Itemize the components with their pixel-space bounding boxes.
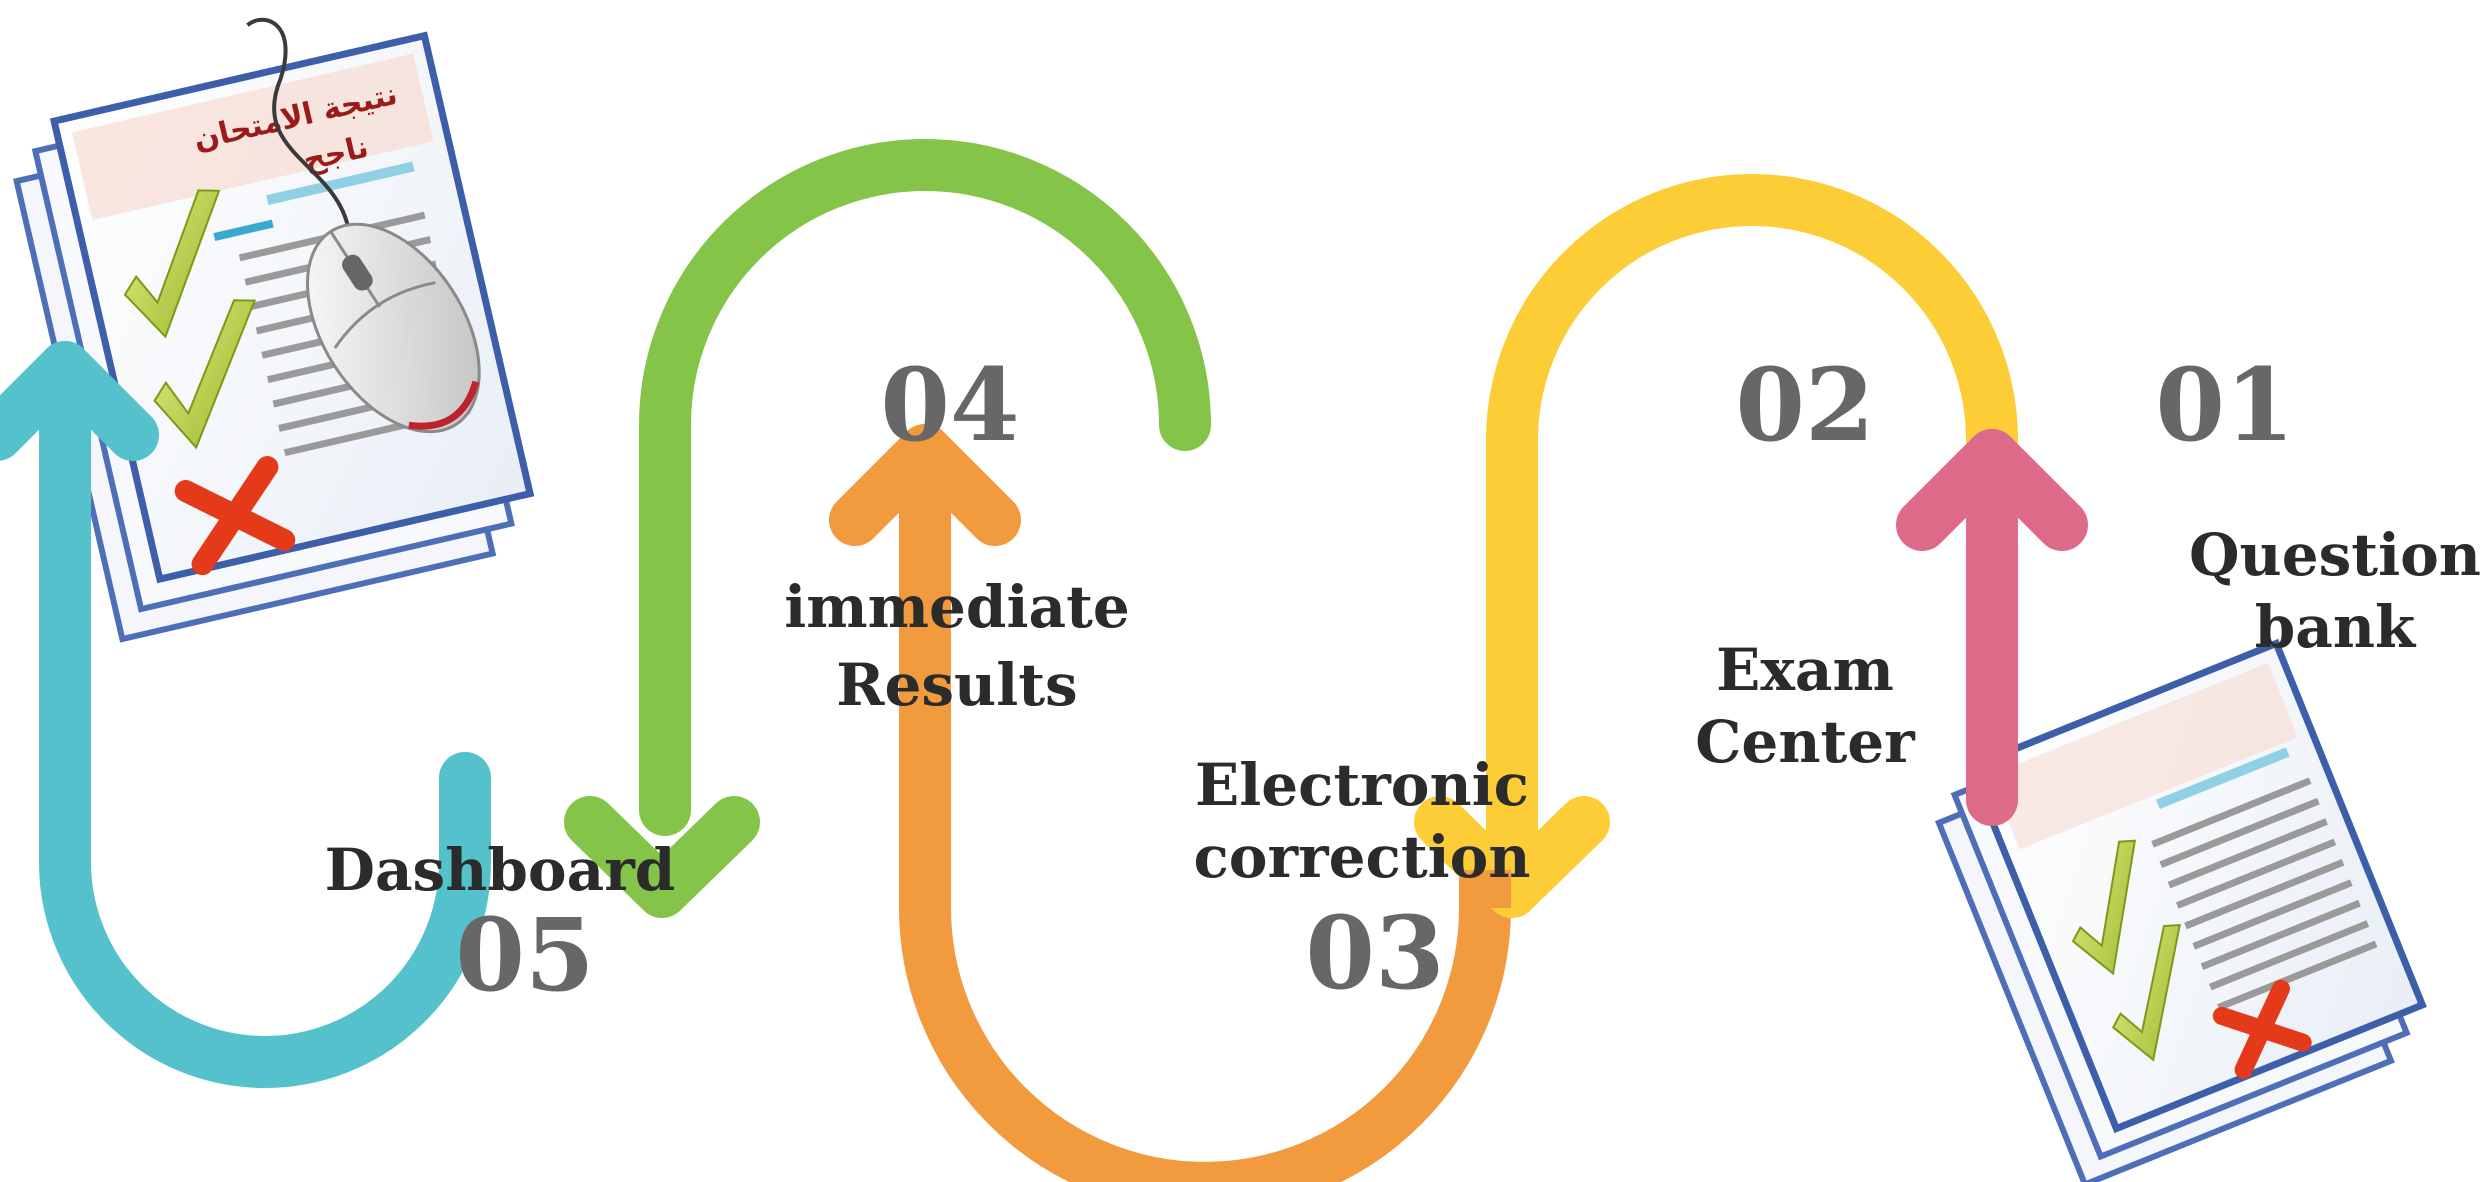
step-02-number: 02 <box>1735 346 1874 464</box>
step-02-path <box>1486 174 2018 898</box>
step-03-label-line1: Electronic <box>1195 751 1529 819</box>
step-04-label-line2: Results <box>836 651 1077 719</box>
step-01-label-line1: Question <box>2189 521 2481 589</box>
step-03-label-line2: correction <box>1193 823 1530 891</box>
step-03-number: 03 <box>1305 894 1444 1012</box>
step-01-number: 01 <box>2155 346 2294 464</box>
step-05-path <box>39 341 491 1088</box>
step-05-label-line1: Dashboard <box>325 836 676 904</box>
step-04-label-line1: immediate <box>784 573 1130 641</box>
step-04-arrowhead <box>564 796 760 918</box>
step-02-label-line1: Exam <box>1716 636 1894 704</box>
step-05-arrowhead <box>0 341 159 461</box>
step-01-arrowhead <box>1896 429 2088 551</box>
step-01-label-line2: bank <box>2255 593 2417 661</box>
step-04-number: 04 <box>880 346 1019 464</box>
step-05-number: 05 <box>455 896 594 1014</box>
question-bank-sheet-illustration <box>1934 638 2427 1182</box>
step-04-path <box>639 139 1211 836</box>
exam-result-sheet-illustration: نتيجة الامتحان ناجح <box>13 17 535 643</box>
process-path <box>0 139 2088 1182</box>
step-02-arrowhead <box>1414 796 1610 918</box>
step-03-arrowhead <box>829 424 1021 546</box>
step-03-path <box>899 424 1511 1182</box>
step-02-label-line2: Center <box>1695 708 1916 776</box>
